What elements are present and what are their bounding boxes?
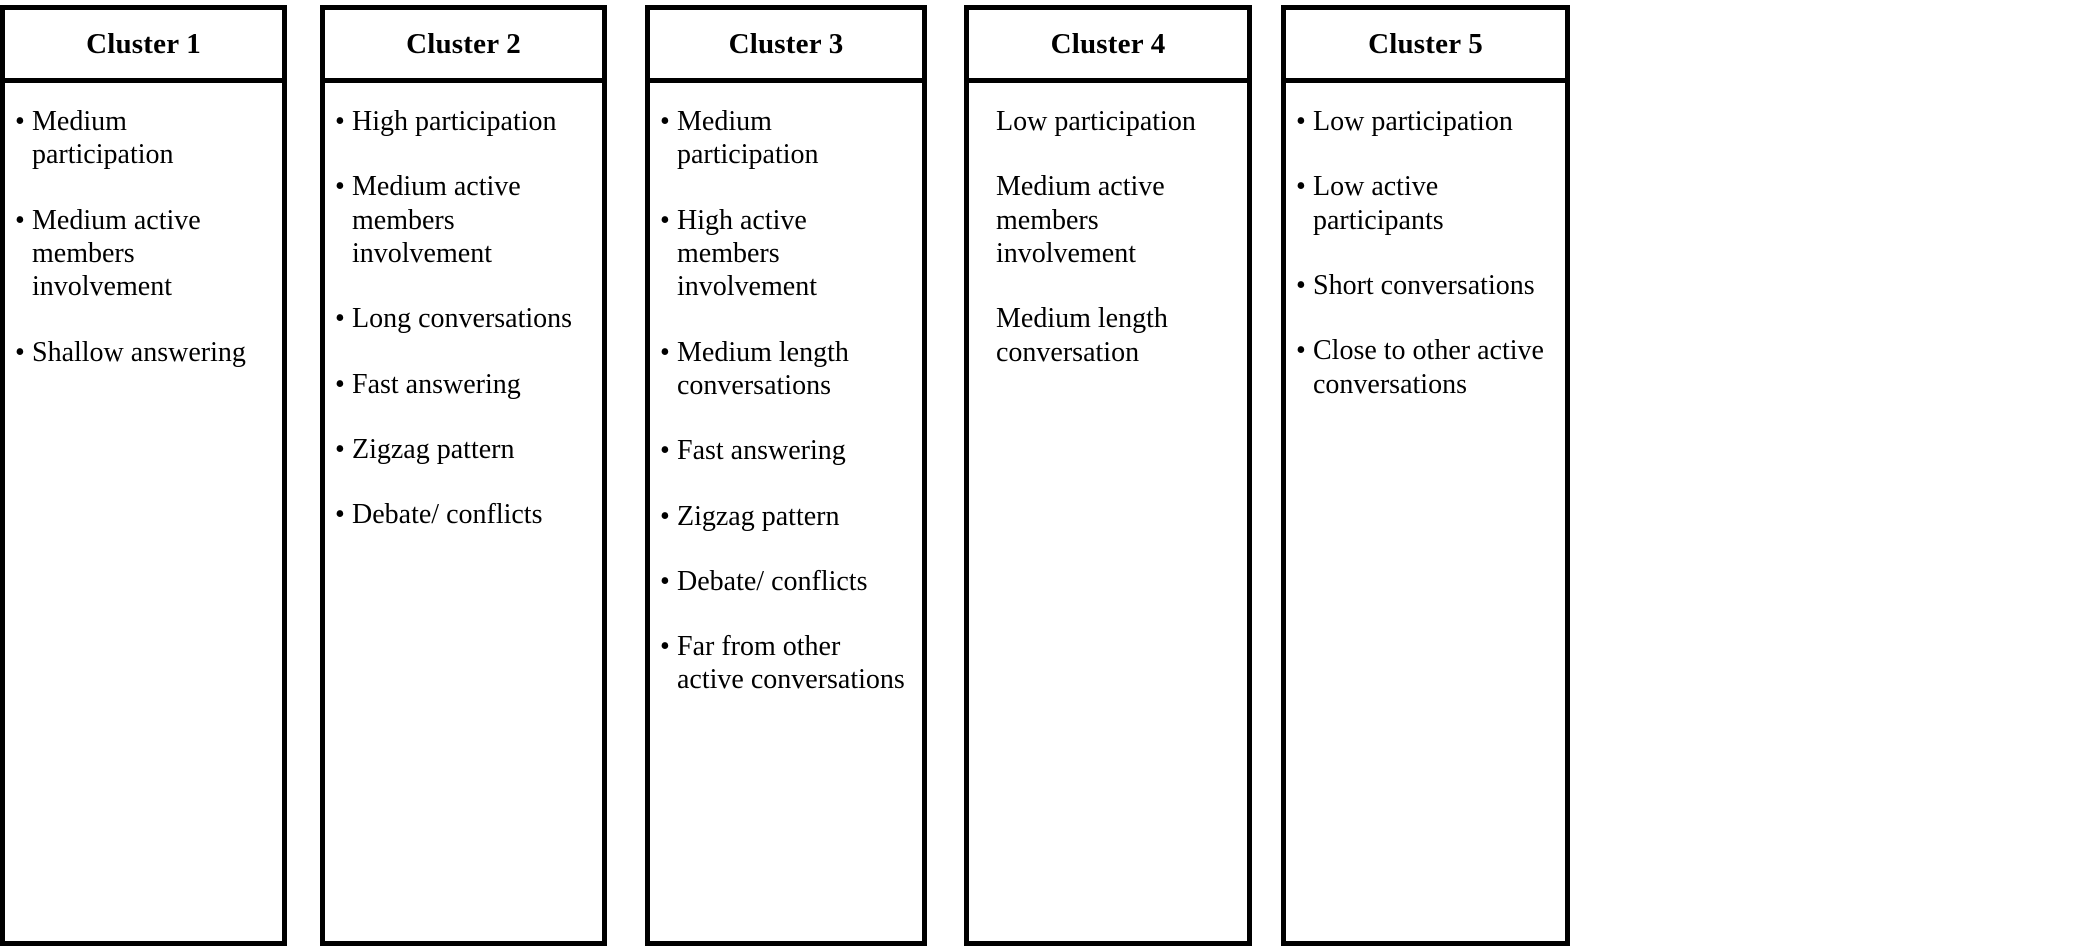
cluster-header-1: Cluster 1 <box>5 10 282 83</box>
list-item-label: High participation <box>352 106 557 137</box>
cluster-title-4: Cluster 4 <box>1050 27 1166 60</box>
list-item-label: Zigzag pattern <box>677 500 840 532</box>
list-item-label: Medium active members involvement <box>996 171 1165 269</box>
list-item-label: Low participation <box>996 106 1196 137</box>
bullet-icon: • <box>335 433 345 465</box>
cluster-header-5: Cluster 5 <box>1286 10 1565 83</box>
list-item: • Shallow answering <box>15 336 272 369</box>
list-item: Low participation <box>979 105 1237 138</box>
list-item: • High participation <box>335 105 592 138</box>
bullet-icon: • <box>660 500 670 532</box>
cluster-header-2: Cluster 2 <box>325 10 602 83</box>
bullet-icon: • <box>660 631 670 663</box>
bullet-icon: • <box>15 204 25 236</box>
list-item: • Zigzag pattern <box>335 433 592 466</box>
cluster-title-3: Cluster 3 <box>728 27 844 60</box>
bullet-icon: • <box>335 303 345 335</box>
cluster-header-4: Cluster 4 <box>969 10 1247 83</box>
cluster-card-4: Cluster 4 Low participation Medium activ… <box>964 5 1252 946</box>
list-item-label: Medium length conversation <box>996 303 1168 368</box>
cluster-body-4: Low participation Medium active members … <box>969 83 1247 941</box>
cluster-card-3: Cluster 3 • Medium participation • High … <box>645 5 927 946</box>
bullet-icon: • <box>15 106 25 137</box>
list-item-label: Medium length conversations <box>677 336 849 401</box>
cluster-card-5: Cluster 5 • Low participation • Low acti… <box>1281 5 1570 946</box>
list-item: • Zigzag pattern <box>660 500 912 533</box>
bullet-icon: • <box>1296 171 1306 203</box>
bullet-icon: • <box>660 336 670 368</box>
list-item: • Medium length conversations <box>660 336 912 403</box>
list-item: • Short conversations <box>1296 269 1555 302</box>
list-item-label: Far from other active conversations <box>677 631 905 696</box>
list-item-label: Medium active members involvement <box>32 204 201 303</box>
cluster-title-1: Cluster 1 <box>86 27 201 60</box>
bullet-icon: • <box>335 368 345 400</box>
list-item-label: Fast answering <box>352 368 521 400</box>
bullet-icon: • <box>660 435 670 467</box>
list-item: • Fast answering <box>335 368 592 401</box>
cluster-body-2: • High participation • Medium active mem… <box>325 83 602 941</box>
cluster-item-list-1: • Medium participation • Medium active m… <box>15 105 272 369</box>
list-item-label: Fast answering <box>677 435 846 467</box>
bullet-icon: • <box>335 499 345 531</box>
bullet-icon: • <box>1296 106 1306 137</box>
bullet-icon: • <box>15 336 25 368</box>
bullet-icon: • <box>1296 335 1306 367</box>
list-item-label: Short conversations <box>1313 269 1535 301</box>
list-item: • Debate/ conflicts <box>660 565 912 598</box>
list-item: • Long conversations <box>335 302 592 335</box>
list-item-label: Shallow answering <box>32 336 246 368</box>
cluster-body-5: • Low participation • Low active partici… <box>1286 83 1565 941</box>
cluster-item-list-4: Low participation Medium active members … <box>979 105 1237 369</box>
bullet-icon: • <box>1296 269 1306 301</box>
cluster-item-list-3: • Medium participation • High active mem… <box>660 105 912 697</box>
list-item: • Medium active members involvement <box>15 204 272 304</box>
list-item-label: Medium active members involvement <box>352 171 521 269</box>
bullet-icon: • <box>660 106 670 137</box>
list-item: • Close to other active conversations <box>1296 334 1555 401</box>
list-item-label: Low active participants <box>1313 171 1444 236</box>
cluster-title-2: Cluster 2 <box>406 27 521 60</box>
list-item-label: Long conversations <box>352 303 573 335</box>
list-item: • Far from other active conversations <box>660 630 912 697</box>
list-item-label: Debate/ conflicts <box>352 499 543 531</box>
cluster-title-5: Cluster 5 <box>1368 27 1483 60</box>
list-item: • Fast answering <box>660 434 912 467</box>
list-item: • Low active participants <box>1296 170 1555 237</box>
cluster-card-2: Cluster 2 • High participation • Medium … <box>320 5 607 946</box>
cluster-item-list-2: • High participation • Medium active mem… <box>335 105 592 532</box>
list-item-label: Low participation <box>1313 106 1513 137</box>
cluster-body-3: • Medium participation • High active mem… <box>650 83 922 941</box>
list-item-label: Debate/ conflicts <box>677 565 868 597</box>
list-item: • Medium active members involvement <box>335 170 592 270</box>
list-item: • Debate/ conflicts <box>335 498 592 531</box>
list-item-label: Medium participation <box>677 106 819 171</box>
list-item-label: Close to other active conversations <box>1313 335 1544 400</box>
cluster-card-1: Cluster 1 • Medium participation • Mediu… <box>0 5 287 946</box>
list-item: • Low participation <box>1296 105 1555 138</box>
list-item: • Medium participation <box>15 105 272 172</box>
cluster-item-list-5: • Low participation • Low active partici… <box>1296 105 1555 401</box>
cluster-header-3: Cluster 3 <box>650 10 922 83</box>
list-item-label: Medium participation <box>32 106 174 171</box>
list-item-label: High active members involvement <box>677 204 817 303</box>
bullet-icon: • <box>335 171 345 203</box>
list-item: • High active members involvement <box>660 204 912 304</box>
cluster-body-1: • Medium participation • Medium active m… <box>5 83 282 941</box>
bullet-icon: • <box>660 204 670 236</box>
list-item-label: Zigzag pattern <box>352 433 515 465</box>
list-item: Medium active members involvement <box>979 170 1237 270</box>
list-item: Medium length conversation <box>979 302 1237 369</box>
bullet-icon: • <box>335 106 345 137</box>
bullet-icon: • <box>660 565 670 597</box>
list-item: • Medium participation <box>660 105 912 172</box>
